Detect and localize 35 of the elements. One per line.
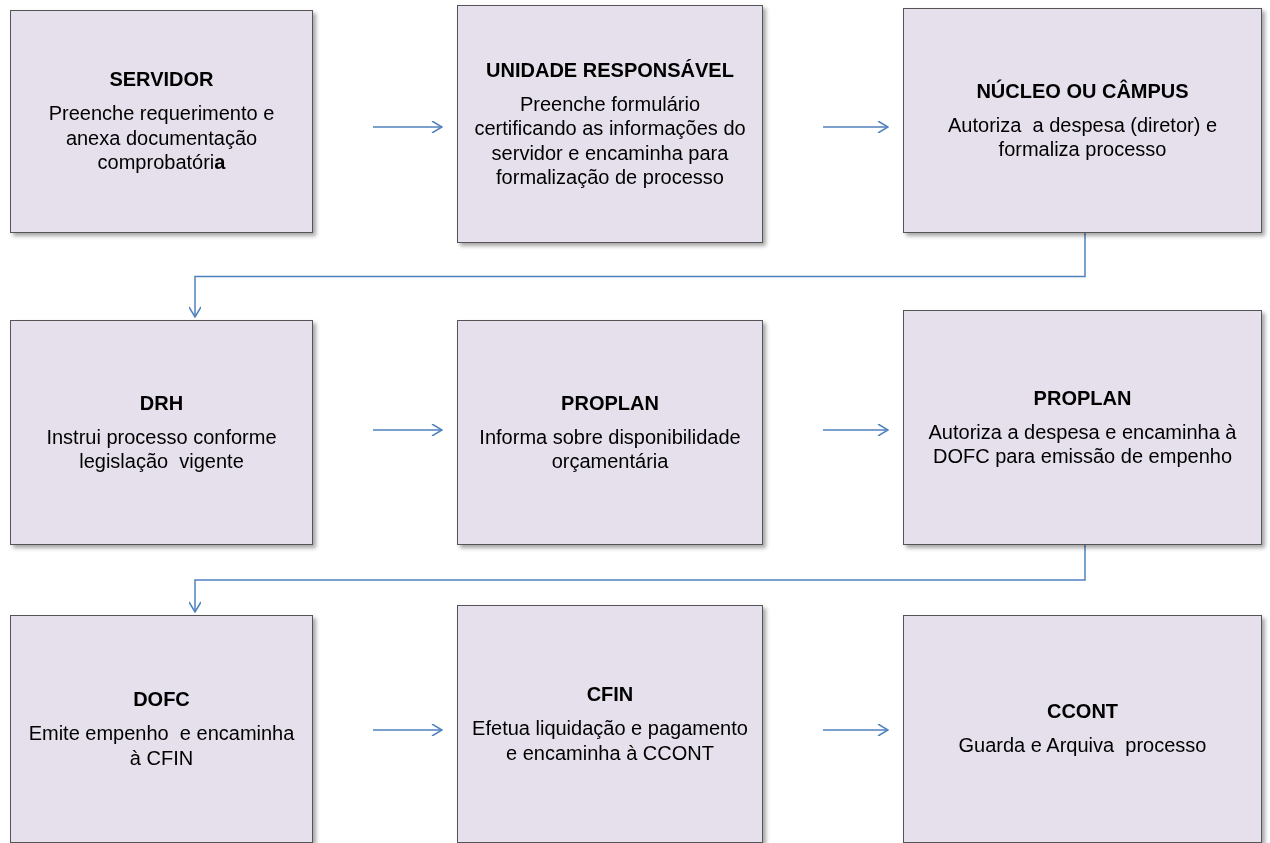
box-heading: PROPLAN	[1033, 386, 1132, 410]
process-box	[10, 10, 313, 233]
process-box	[10, 320, 313, 545]
arrow	[372, 423, 443, 437]
box-description: Emite empenho e encaminha à CFIN	[27, 721, 296, 770]
arrow	[822, 423, 889, 437]
box-heading: PROPLAN	[561, 391, 659, 415]
arrow	[188, 232, 1086, 318]
box-heading: DRH	[139, 391, 184, 415]
process-box	[457, 605, 763, 843]
box-heading: CFIN	[586, 683, 634, 707]
arrow	[372, 723, 443, 737]
box-description: Autoriza a despesa e encaminha à DOFC para emissão de empenho	[927, 419, 1238, 469]
box-description: Preenche formulário certificando as informações do servidor e encaminha para formalização de processo	[473, 91, 747, 190]
process-box	[457, 5, 763, 243]
box-heading: CCONT	[1046, 700, 1119, 724]
process-box	[903, 8, 1262, 233]
box-heading: NÚCLEO OU CÂMPUS	[976, 79, 1189, 103]
process-box	[903, 310, 1262, 545]
box-heading: SERVIDOR	[109, 68, 214, 92]
box-description: Instrui processo conforme legislação vigente	[45, 424, 278, 474]
box-description: Guarda e Arquiva processo	[958, 733, 1207, 758]
process-box	[457, 320, 763, 545]
box-description: Efetua liquidação e pagamento e encaminha à CCONT	[471, 716, 749, 765]
box-heading: DOFC	[133, 688, 190, 712]
arrow	[372, 120, 443, 134]
arrow	[188, 544, 1086, 613]
arrow	[822, 723, 889, 737]
process-box	[903, 615, 1262, 843]
process-box	[10, 615, 313, 843]
arrow	[822, 120, 889, 134]
box-description: Autoriza a despesa (diretor) e formaliza processo	[947, 112, 1218, 162]
box-description: Informa sobre disponibilidade orçamentária	[478, 424, 742, 474]
box-heading: UNIDADE RESPONSÁVEL	[486, 58, 734, 82]
box-description: Preenche requerimento e anexa documentação comprobatória	[47, 101, 276, 175]
